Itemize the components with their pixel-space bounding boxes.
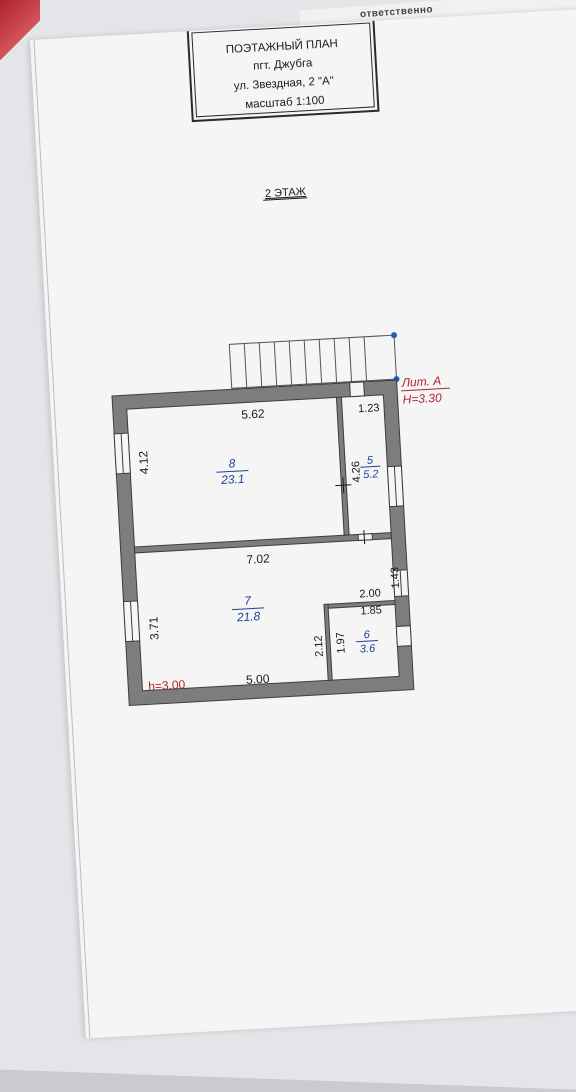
floor-label-underline <box>263 197 308 201</box>
lit-name: Лит. А <box>400 374 441 390</box>
room-8: 8 23.1 <box>216 456 249 487</box>
dim-left-upper: 4.12 <box>136 450 151 474</box>
dim-right-vertical: 1.43 <box>389 567 402 589</box>
dim-small-height: 2.12 <box>313 635 326 657</box>
room-6-area: 3.6 <box>360 643 377 656</box>
title-line-2: пгт. Джубга <box>253 57 313 72</box>
room-6: 6 3.6 <box>356 629 379 656</box>
room-7: 7 21.8 <box>232 593 265 624</box>
dim-top: 5.62 <box>241 406 265 421</box>
lit-label: Лит. А H=3.30 <box>400 374 451 407</box>
dim-left-lower: 3.71 <box>146 616 161 640</box>
staircase <box>228 332 400 389</box>
walls <box>111 379 415 707</box>
room-8-area: 23.1 <box>220 472 245 487</box>
dim-small-inner: 1.85 <box>360 604 382 617</box>
title-line-1: ПОЭТАЖНЫЙ ПЛАН <box>225 37 338 56</box>
floor-label: 2 ЭТАЖ <box>265 186 307 200</box>
title-box: ПОЭТАЖНЫЙ ПЛАН пгт. Джубга ул. Звездная,… <box>186 17 380 123</box>
lit-height: H=3.30 <box>402 391 442 407</box>
room-8-number: 8 <box>228 456 236 470</box>
floor-plan-drawing: ПОЭТАЖНЫЙ ПЛАН пгт. Джубга ул. Звездная,… <box>32 17 451 1039</box>
windows <box>113 381 412 647</box>
margin-line <box>32 29 91 1039</box>
height-mark: h=3.00 <box>148 677 186 693</box>
room-7-area: 21.8 <box>235 609 260 624</box>
room-5: 5 5.2 <box>360 454 381 481</box>
room-7-number: 7 <box>244 593 253 607</box>
floor-plan-paper: ПОЭТАЖНЫЙ ПЛАН пгт. Джубга ул. Звездная,… <box>30 6 576 1039</box>
title-line-4: масштаб 1:100 <box>245 95 325 111</box>
dim-bottom: 5.00 <box>246 672 270 687</box>
title-line-3: ул. Звездная, 2 "А" <box>233 75 334 93</box>
dim-middle: 7.02 <box>246 551 270 566</box>
room-6-number: 6 <box>363 629 371 641</box>
dim-mid-vertical: 4.26 <box>350 461 363 483</box>
room-5-number: 5 <box>367 454 375 466</box>
dim-small-width: 2.00 <box>359 587 381 600</box>
dim-small-inner-h: 1.97 <box>335 632 348 654</box>
door-marks <box>335 477 366 545</box>
room-5-area: 5.2 <box>363 468 379 481</box>
dim-right-top: 1.23 <box>358 402 380 415</box>
